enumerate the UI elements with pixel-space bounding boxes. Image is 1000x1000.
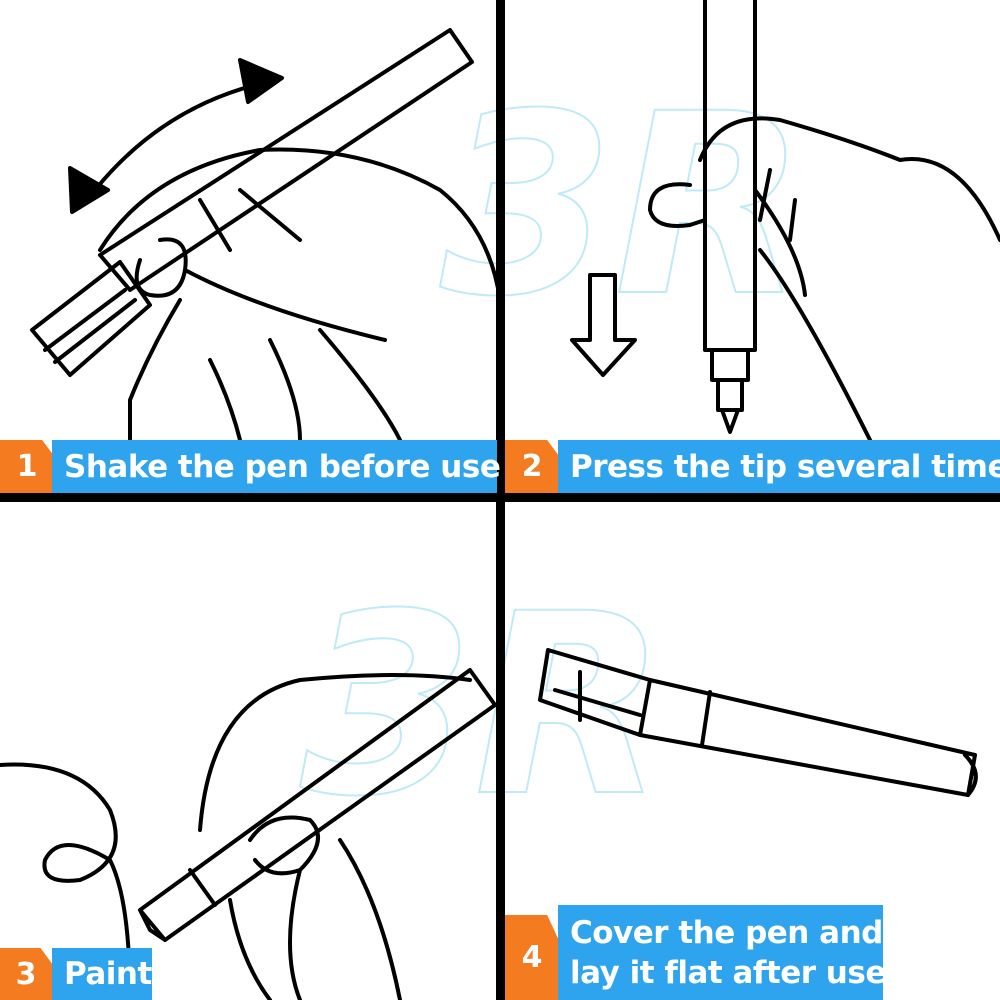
pen-body [138, 668, 497, 942]
arrowhead-icon [68, 166, 110, 214]
pen-cap [30, 260, 152, 377]
vertical-divider [496, 0, 505, 1000]
step-2-number: 2 [505, 440, 559, 493]
step-3-number: 3 [0, 948, 52, 1000]
step-4-label: Cover the pen and lay it flat after use [558, 905, 886, 1000]
step-2-label: Press the tip several times [558, 440, 1000, 493]
arrowhead-icon [238, 58, 284, 104]
hand [648, 116, 1000, 442]
step-3-label: Paint [52, 948, 152, 1000]
panel-4-cover-illustration [538, 648, 978, 797]
down-arrow-icon [570, 273, 637, 377]
pen-body [98, 28, 474, 292]
pen-body [638, 678, 978, 797]
paint-scribble [0, 762, 132, 1000]
pen-cap [538, 648, 652, 737]
pen-body [703, 0, 757, 434]
step-1-label: Shake the pen before use [52, 440, 501, 493]
step-1-number: 1 [0, 440, 54, 493]
panel-3-paint-illustration [0, 668, 497, 1000]
shake-arrow-icon [93, 83, 257, 192]
step-4-label-line-1: Cover the pen and [570, 914, 883, 951]
hand [198, 673, 472, 1000]
step-4-label-line-2: lay it flat after use [570, 954, 886, 991]
panel-1-shake-illustration [30, 28, 502, 442]
hand [98, 147, 502, 442]
step-4-number: 4 [505, 915, 559, 1000]
panel-2-press-illustration [570, 0, 1000, 442]
